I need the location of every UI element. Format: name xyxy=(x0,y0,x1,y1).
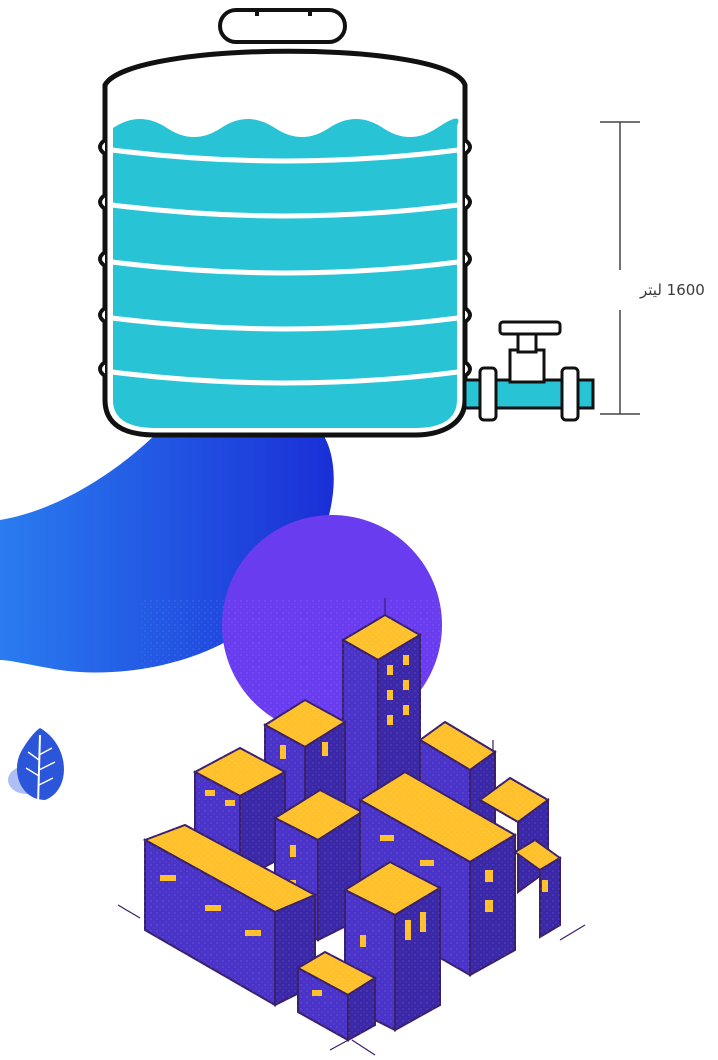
tank-capacity-label: 1600 لیتر xyxy=(640,281,705,299)
capacity-dimension-line xyxy=(600,121,640,415)
leaf-icon xyxy=(8,728,64,806)
water-tank-icon xyxy=(98,8,472,438)
city-buildings-illustration xyxy=(117,598,586,1056)
valve-icon xyxy=(463,320,595,422)
